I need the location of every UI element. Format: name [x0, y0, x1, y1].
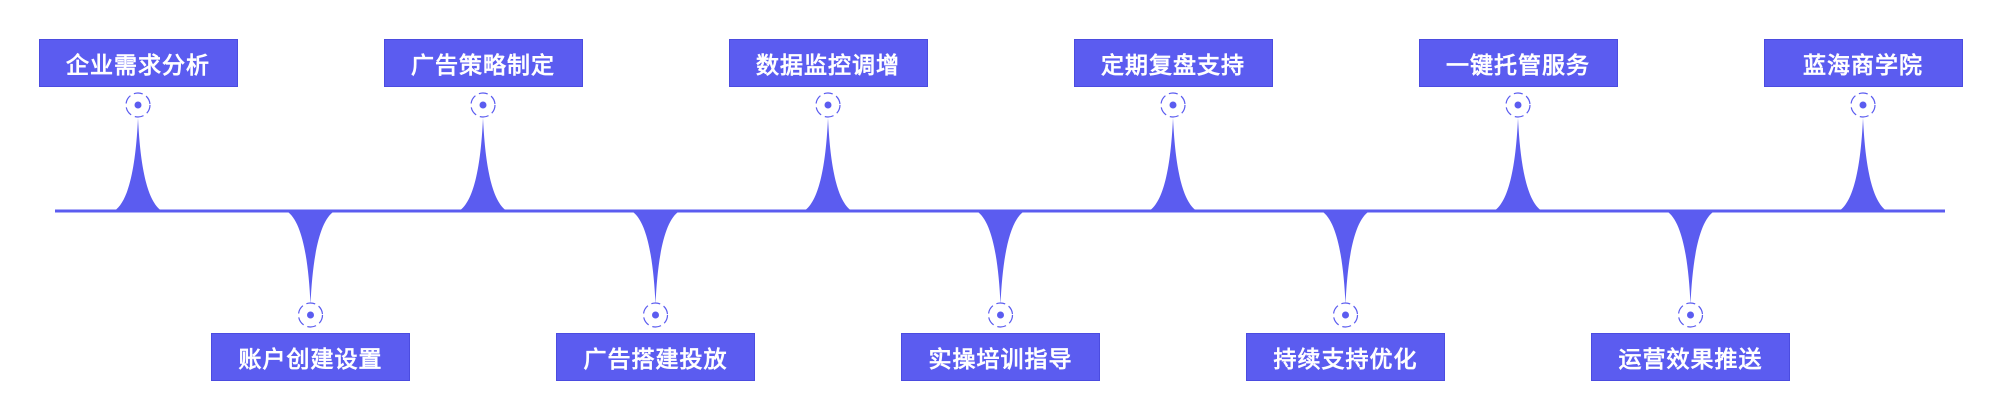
- step-label-box: 定期复盘支持: [1073, 39, 1273, 87]
- node-ring-icon: [815, 92, 841, 118]
- timeline-spike: [1494, 118, 1542, 211]
- node-dot-icon: [997, 311, 1004, 319]
- step-label-box: 企业需求分析: [38, 39, 238, 87]
- node-ring-icon: [642, 302, 669, 328]
- node-dot-icon: [307, 311, 314, 319]
- node-dot-icon: [1342, 311, 1349, 319]
- node-dot-icon: [1514, 101, 1522, 109]
- timeline-spike: [286, 211, 335, 304]
- step-label-box: 广告搭建投放: [556, 333, 755, 381]
- timeline-spike: [631, 211, 680, 304]
- node-dot-icon: [134, 101, 142, 109]
- node-dot-icon: [1687, 311, 1694, 319]
- node-ring-icon: [297, 302, 324, 328]
- node-dot-icon: [824, 101, 832, 109]
- timeline-spike: [114, 118, 162, 211]
- node-ring-icon: [1332, 302, 1359, 328]
- node-ring-icon: [1160, 92, 1186, 118]
- timeline-spike: [1666, 211, 1715, 304]
- node-dot-icon: [1859, 101, 1867, 109]
- step-label-box: 广告策略制定: [383, 39, 583, 87]
- timeline-spike: [459, 118, 507, 211]
- node-dot-icon: [1169, 101, 1177, 109]
- step-label-box: 账户创建设置: [211, 333, 410, 381]
- step-label-box: 一键托管服务: [1418, 39, 1618, 87]
- step-label-box: 实操培训指导: [901, 333, 1100, 381]
- node-ring-icon: [470, 92, 496, 118]
- timeline-spike: [1839, 118, 1887, 211]
- step-label-box: 运营效果推送: [1591, 333, 1790, 381]
- step-label-box: 持续支持优化: [1246, 333, 1445, 381]
- node-dot-icon: [479, 101, 487, 109]
- timeline-spike: [804, 118, 852, 211]
- node-dot-icon: [652, 311, 659, 319]
- step-label-box: 蓝海商学院: [1763, 39, 1963, 87]
- step-label-box: 数据监控调增: [728, 39, 928, 87]
- node-ring-icon: [1505, 92, 1531, 118]
- timeline-spike: [976, 211, 1025, 304]
- node-ring-icon: [125, 92, 151, 118]
- node-ring-icon: [1850, 92, 1876, 118]
- timeline-spike: [1149, 118, 1197, 211]
- node-ring-icon: [1677, 302, 1704, 328]
- node-ring-icon: [987, 302, 1014, 328]
- timeline-spike: [1321, 211, 1370, 304]
